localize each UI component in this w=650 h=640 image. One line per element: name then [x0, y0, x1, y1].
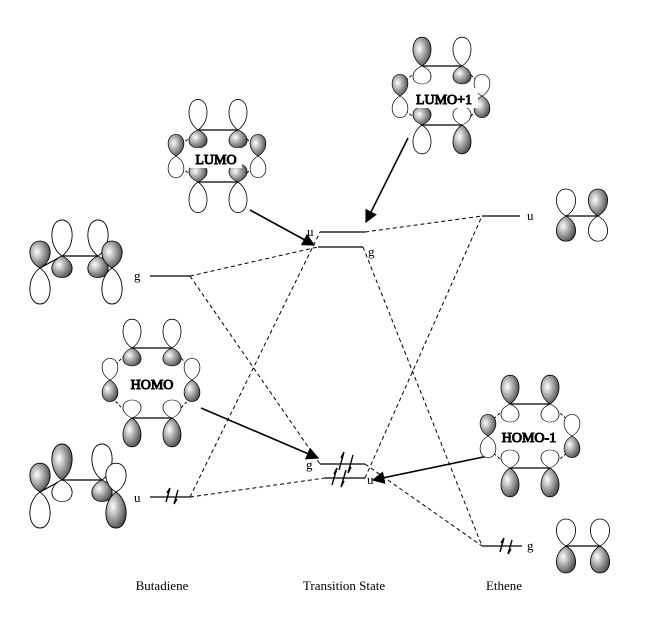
- sym-ts-upper-g: g: [368, 244, 375, 259]
- sym-ts-lower-g: g: [306, 457, 313, 472]
- column-label-transition-state: Transition State: [303, 578, 385, 593]
- pointer-arrows: [200, 137, 494, 484]
- symmetry-labels: g u u g g u u g: [134, 208, 534, 553]
- ts-homo-orbital: HOMO: [101, 318, 201, 448]
- electron-pair-ts-u: [331, 467, 347, 488]
- butadiene-homo-orbital: [29, 443, 127, 529]
- butadiene-lumo-orbital: [29, 219, 123, 305]
- lumo-label: LUMO: [195, 153, 236, 168]
- homo-minus-1-label: HOMO-1: [502, 431, 556, 446]
- sym-ts-lower-u: u: [367, 472, 374, 487]
- column-labels: Butadiene Transition State Ethene: [136, 578, 523, 593]
- electron-pair-butadiene-homo: [165, 487, 179, 505]
- lumo-plus-1-label: LUMO+1: [416, 93, 472, 108]
- ts-homo-minus-1-orbital: HOMO-1: [479, 374, 581, 498]
- sym-ts-upper-u: u: [307, 224, 314, 239]
- column-label-ethene: Ethene: [486, 578, 522, 593]
- column-label-butadiene: Butadiene: [136, 578, 189, 593]
- electron-pair-ethene-homo: [499, 537, 513, 555]
- ethene-lumo-orbital: [556, 188, 608, 242]
- sym-butadiene-lumo: g: [134, 268, 141, 283]
- homo-label: HOMO: [131, 378, 174, 393]
- correlation-lines: [189, 215, 483, 547]
- electron-pairs: [165, 451, 513, 555]
- sym-ethene-lumo: u: [527, 208, 534, 223]
- sym-ethene-homo: g: [527, 538, 534, 553]
- sym-butadiene-homo: u: [134, 490, 141, 505]
- ts-lumo-plus-1-orbital: LUMO+1: [391, 36, 491, 155]
- ts-lumo-orbital: LUMO: [167, 98, 267, 214]
- energy-levels: [150, 215, 522, 547]
- ethene-homo-orbital: [556, 518, 610, 574]
- electron-pair-ts-g: [338, 451, 354, 474]
